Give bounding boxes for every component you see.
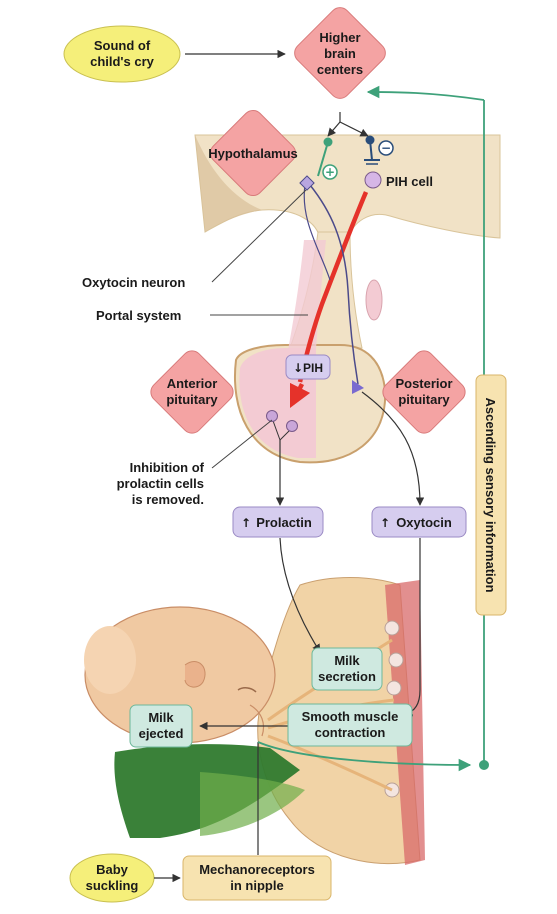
svg-text:Anterior: Anterior (167, 376, 218, 391)
svg-text:pituitary: pituitary (166, 392, 218, 407)
up-arrow-icon: ↑ (241, 516, 251, 530)
node-anterior-pituitary: Anterior pituitary (150, 350, 234, 434)
svg-text:Prolactin: Prolactin (256, 515, 312, 530)
label-portal-system: Portal system (96, 308, 181, 323)
node-baby-suckling: Baby suckling (69, 853, 155, 903)
svg-text:Inhibition of: Inhibition of (130, 460, 205, 475)
svg-text:in nipple: in nipple (230, 878, 283, 893)
svg-text:Mechanoreceptors: Mechanoreceptors (199, 862, 315, 877)
node-oxytocin: ↑ Oxytocin (371, 506, 467, 538)
node-higher-brain-centers: Higher brain centers (294, 7, 386, 99)
node-milk-ejected: Milk ejected (129, 704, 193, 748)
svg-text:Posterior: Posterior (395, 376, 452, 391)
svg-text:ejected: ejected (139, 726, 184, 741)
svg-text:Hypothalamus: Hypothalamus (208, 146, 298, 161)
node-milk-secretion: Milk secretion (311, 647, 383, 691)
node-sound-of-cry: Sound of child's cry (63, 25, 181, 83)
svg-text:is removed.: is removed. (132, 492, 204, 507)
node-pih-decrease: ↓ PIH (285, 354, 331, 380)
svg-text:Sound of: Sound of (94, 38, 151, 53)
node-hypothalamus: Hypothalamus (208, 109, 298, 197)
node-mechanoreceptors-in-nipple: Mechanoreceptors in nipple (182, 855, 332, 901)
svg-text:brain: brain (324, 46, 356, 61)
inhibitory-minus-sign: − (378, 140, 394, 156)
excitatory-plus-sign: + (322, 164, 338, 180)
svg-text:Oxytocin: Oxytocin (396, 515, 452, 530)
svg-text:Milk: Milk (334, 653, 360, 668)
svg-text:Smooth muscle: Smooth muscle (302, 709, 399, 724)
svg-text:secretion: secretion (318, 669, 376, 684)
up-arrow-icon: ↑ (380, 516, 390, 530)
svg-text:+: + (325, 165, 335, 179)
svg-text:child's cry: child's cry (90, 54, 155, 69)
svg-text:Milk: Milk (148, 710, 174, 725)
svg-text:Higher: Higher (319, 30, 360, 45)
svg-text:PIH: PIH (303, 361, 323, 375)
svg-text:contraction: contraction (315, 725, 386, 740)
node-ascending-sensory-information: Ascending sensory information (475, 374, 507, 616)
svg-text:−: − (381, 141, 391, 155)
label-oxytocin-neuron: Oxytocin neuron (82, 275, 185, 290)
svg-text:pituitary: pituitary (398, 392, 450, 407)
label-inhibition-removed: Inhibition of prolactin cells is removed… (117, 460, 205, 507)
label-pih-cell: PIH cell (386, 174, 433, 189)
node-posterior-pituitary: Posterior pituitary (382, 350, 466, 434)
node-smooth-muscle-contraction: Smooth muscle contraction (287, 703, 413, 747)
svg-text:Ascending sensory information: Ascending sensory information (483, 397, 498, 592)
down-arrow-icon: ↓ (293, 361, 303, 375)
node-prolactin: ↑ Prolactin (232, 506, 324, 538)
svg-text:suckling: suckling (86, 878, 139, 893)
svg-text:centers: centers (317, 62, 363, 77)
svg-text:prolactin cells: prolactin cells (117, 476, 204, 491)
svg-text:Baby: Baby (96, 862, 129, 877)
